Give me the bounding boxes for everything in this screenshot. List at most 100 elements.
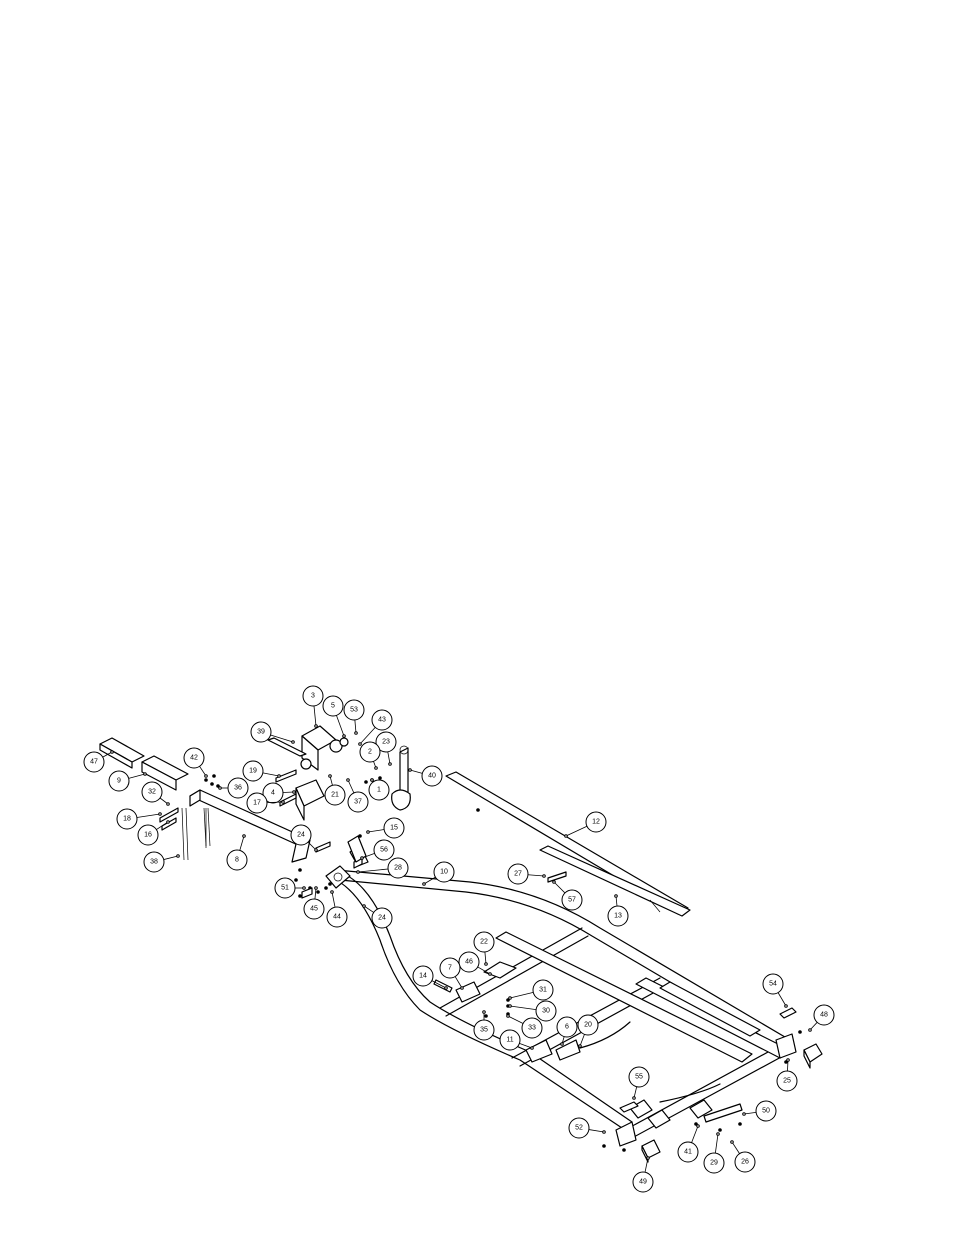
callout-balloon (568, 1117, 590, 1139)
callout-number: 3 (311, 693, 315, 700)
callout-number: 2 (368, 749, 372, 756)
callout-balloon (473, 931, 495, 953)
callout-leader-end (314, 886, 318, 890)
callout-leader (743, 1111, 757, 1115)
callout-leader (363, 905, 374, 913)
callout-leader-end (204, 774, 208, 778)
callout-56: 56 (360, 839, 395, 861)
callout-leader (282, 791, 295, 793)
callout-balloon (343, 699, 365, 721)
callout-balloon (632, 1171, 654, 1193)
callout-number: 37 (354, 799, 362, 806)
callout-leader-end (484, 962, 488, 966)
callout-49: 49 (632, 1156, 654, 1193)
callout-number: 43 (378, 717, 386, 724)
callout-balloon (322, 695, 344, 717)
callout-leader-end (508, 1004, 512, 1008)
callout-leader (307, 841, 317, 851)
callout-balloon (359, 741, 381, 763)
callout-number: 17 (253, 800, 261, 807)
callout-leader (136, 813, 161, 818)
callout-number: 48 (820, 1012, 828, 1019)
callout-25: 25 (776, 1058, 798, 1092)
callout-number: 27 (514, 871, 522, 878)
callout-leader (354, 719, 357, 734)
callout-number: 6 (565, 1024, 569, 1031)
callout-leader-end (646, 1156, 650, 1160)
callout-44: 44 (326, 890, 348, 928)
callout-leader-end (784, 1004, 788, 1008)
callout-balloon (371, 907, 393, 929)
callout-leader-end (362, 904, 366, 908)
callout-balloon (116, 808, 138, 830)
callout-leader-end (166, 820, 170, 824)
callout-leader (777, 992, 787, 1007)
callout-balloon (326, 906, 348, 928)
callout-number: 20 (584, 1022, 592, 1029)
callout-leader-end (444, 986, 448, 990)
callout-balloon (226, 849, 248, 871)
callout-leader (361, 853, 375, 859)
callout-40: 40 (408, 765, 443, 787)
callout-leader-end (460, 986, 464, 990)
callout-22: 22 (473, 931, 495, 966)
callout-balloon (246, 792, 268, 814)
callout-leader (507, 1015, 524, 1024)
callout-balloon (262, 782, 284, 804)
callout-leader (156, 821, 169, 830)
callout-number: 32 (148, 789, 156, 796)
callout-balloon (368, 779, 390, 801)
callout-leader (633, 1086, 638, 1099)
callout-number: 16 (144, 832, 152, 839)
callout-number: 45 (310, 906, 318, 913)
callout-balloon (703, 1152, 725, 1174)
callout-28: 28 (356, 857, 409, 879)
callout-leader (714, 1133, 719, 1154)
callout-12: 12 (564, 811, 607, 838)
callout-balloon (371, 709, 393, 731)
callout-6: 6 (556, 1016, 578, 1046)
callout-balloon (521, 1017, 543, 1039)
tongue-jack (391, 745, 411, 811)
callout-leader (359, 727, 376, 745)
callout-balloon (302, 685, 324, 707)
callout-51: 51 (274, 877, 306, 899)
callout-leader (347, 779, 355, 794)
winch-assembly (267, 725, 349, 821)
callout-54: 54 (762, 973, 788, 1008)
callout-leader (266, 801, 284, 804)
callout-balloon (412, 965, 434, 987)
callout-4: 4 (262, 782, 296, 804)
callout-balloon (734, 1151, 756, 1173)
callout-14: 14 (412, 965, 448, 990)
callout-number: 41 (684, 1149, 692, 1156)
callout-5: 5 (322, 695, 346, 738)
callout-leader-end (564, 834, 568, 838)
callout-balloon (535, 1000, 557, 1022)
safety-chain (181, 807, 211, 861)
callout-balloon (458, 951, 480, 973)
callout-leader-end (358, 742, 362, 746)
callout-leader-end (488, 972, 492, 976)
callout-33: 33 (506, 1014, 543, 1039)
callout-number: 56 (380, 847, 388, 854)
callout-number: 19 (249, 768, 257, 775)
callout-20: 20 (577, 1014, 599, 1048)
callout-leader (262, 772, 280, 777)
callout-19: 19 (242, 760, 281, 782)
callout-57: 57 (552, 880, 583, 911)
callout-balloon (473, 1019, 495, 1041)
callout-leader-end (291, 740, 295, 744)
callout-balloon (439, 957, 461, 979)
callout-17: 17 (246, 792, 285, 814)
callout-leader (336, 715, 345, 737)
callout-number: 1 (377, 787, 381, 794)
callout-balloon (143, 851, 165, 873)
callout-8: 8 (226, 834, 248, 871)
callout-1: 1 (368, 778, 390, 801)
callout-3: 3 (302, 685, 324, 728)
callout-number: 21 (331, 792, 339, 799)
callout-balloon (83, 751, 105, 773)
callout-number: 36 (234, 785, 242, 792)
